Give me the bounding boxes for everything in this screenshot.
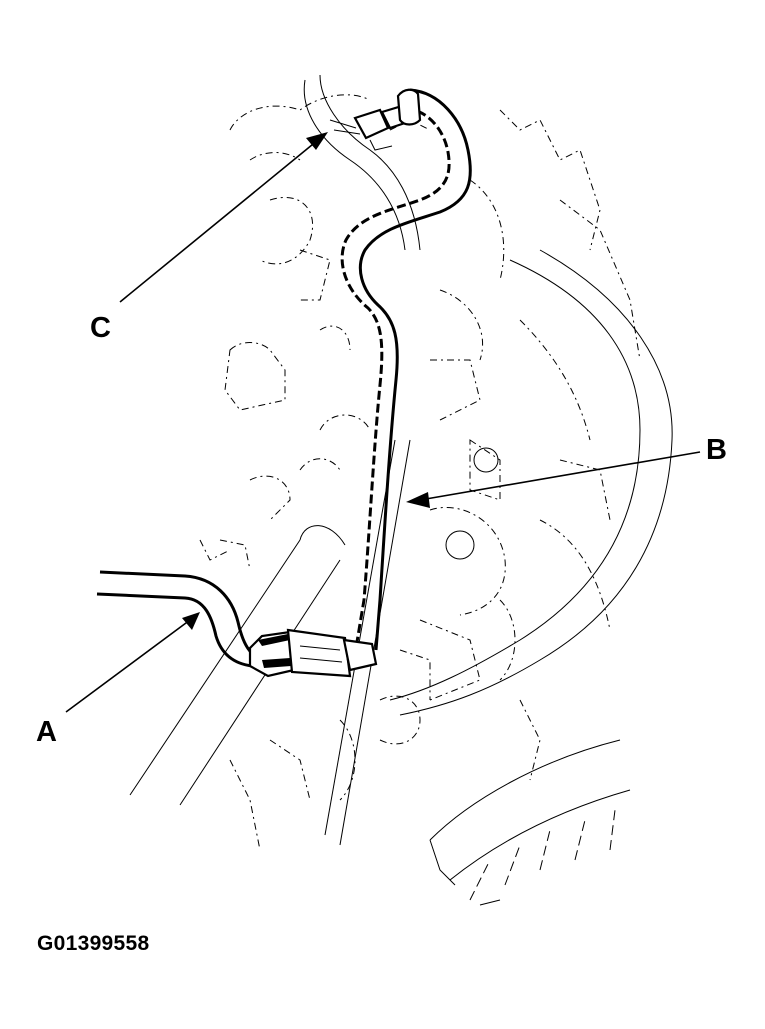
hose-a [96,570,257,668]
leader-line-a [65,612,200,713]
lower-connector [248,628,378,678]
leader-line-b [406,451,701,508]
callout-label-a: A [36,716,57,748]
connector-c [329,88,422,151]
callout-label-c: C [90,312,111,344]
engine-background-linework [129,74,673,906]
callout-label-b: B [706,434,727,466]
hose-b [340,88,472,651]
leader-line-c [119,132,328,303]
figure-id: G01399558 [37,932,150,955]
